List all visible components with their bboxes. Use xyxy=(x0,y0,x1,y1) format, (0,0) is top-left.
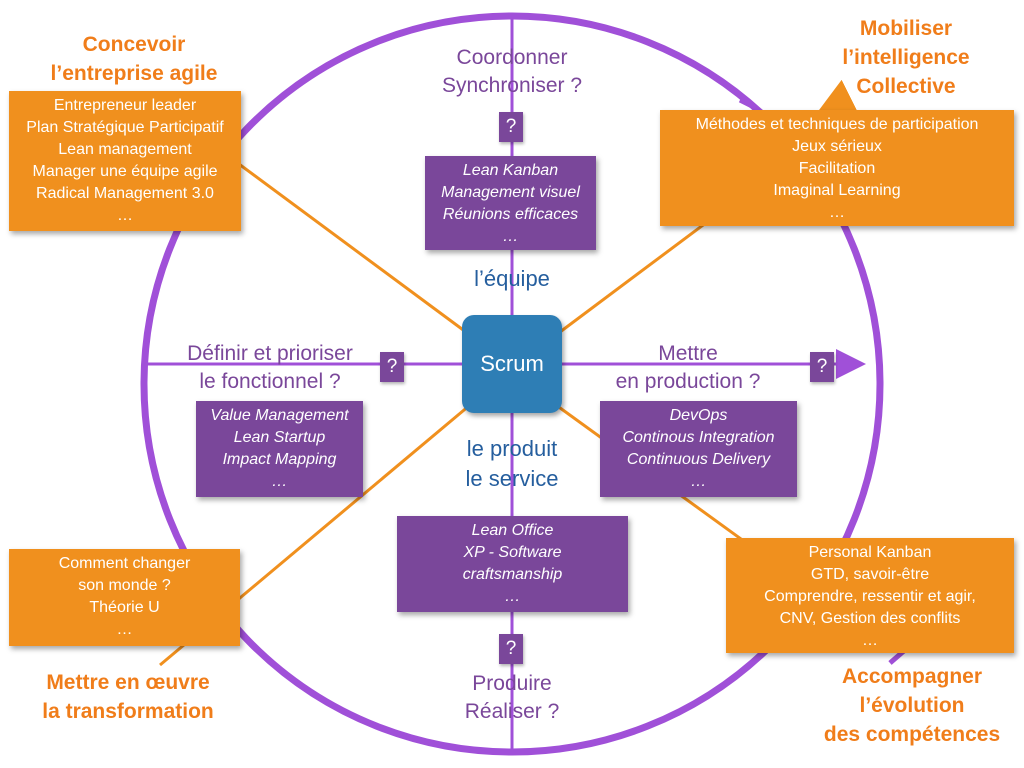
corner-item: Comprendre, ressentir et agir, xyxy=(764,588,976,605)
corner-item: Méthodes et techniques de participation xyxy=(695,116,979,133)
corner-item: Manager une équipe agile xyxy=(32,163,218,180)
bottom-axis-title-line: Réaliser ? xyxy=(464,700,560,723)
team-label: l’équipe xyxy=(412,264,612,294)
corner-title-line: Collective xyxy=(856,75,956,98)
corner-item: Entrepreneur leader xyxy=(53,97,197,114)
practice-item: DevOps xyxy=(669,407,728,424)
right-practices-box: DevOps Continous Integration Continuous … xyxy=(600,401,797,497)
practice-item: Lean Office xyxy=(471,522,554,539)
left-question-mark: ? xyxy=(380,352,404,382)
practice-item: Impact Mapping xyxy=(222,451,337,468)
top-right-corner-title: Mobiliser l’intelligence Collective xyxy=(796,14,1016,101)
practice-item: XP - Software xyxy=(463,544,562,561)
corner-item: Facilitation xyxy=(798,160,876,177)
product-label-line: le service xyxy=(465,466,559,491)
corner-item: Théorie U xyxy=(89,599,160,616)
bottom-practices-box: Lean Office XP - Software craftsmanship … xyxy=(397,516,628,612)
bottom-right-corner-title: Accompagner l’évolution des compétences xyxy=(800,662,1024,749)
practice-item: Management visuel xyxy=(441,184,580,201)
corner-title-line: l’intelligence xyxy=(842,46,970,69)
circle-arrow-top-right xyxy=(738,97,758,111)
top-axis-title: Coordonner Synchroniser ? xyxy=(412,44,612,100)
corner-item: … xyxy=(117,207,133,224)
corner-title-line: Concevoir xyxy=(82,33,186,56)
bottom-left-corner-box: Comment changer son monde ? Théorie U … xyxy=(9,549,240,646)
practice-item: Continuous Delivery xyxy=(626,451,771,468)
top-question-mark: ? xyxy=(499,112,523,142)
corner-title-line: l’entreprise agile xyxy=(50,62,218,85)
practice-item: … xyxy=(271,473,288,490)
corner-item: Comment changer xyxy=(58,555,191,572)
practice-item: … xyxy=(690,473,707,490)
top-axis-title-line: Synchroniser ? xyxy=(441,74,583,97)
left-axis-title-line: Définir et prioriser xyxy=(187,342,353,365)
corner-title-line: Mobiliser xyxy=(859,17,953,40)
corner-item: … xyxy=(829,204,845,221)
corner-title-line: la transformation xyxy=(42,700,214,723)
top-left-corner-title: Concevoir l’entreprise agile xyxy=(14,30,254,88)
top-left-corner-box: Entrepreneur leader Plan Stratégique Par… xyxy=(9,91,241,231)
top-right-corner-box: Méthodes et techniques de participation … xyxy=(660,110,1014,226)
corner-title-line: Mettre en œuvre xyxy=(46,671,210,694)
team-label-line: l’équipe xyxy=(474,266,550,291)
practice-item: … xyxy=(504,588,521,605)
right-axis-title-line: Mettre xyxy=(658,342,718,365)
corner-item: … xyxy=(862,632,878,649)
scrum-node: Scrum xyxy=(462,315,562,413)
corner-item: Plan Stratégique Participatif xyxy=(26,119,224,136)
right-axis-title-line: en production ? xyxy=(615,370,761,393)
corner-title-line: Accompagner xyxy=(841,665,983,688)
bottom-question-mark: ? xyxy=(499,634,523,664)
corner-item: … xyxy=(116,621,133,638)
corner-item: Lean management xyxy=(58,141,192,158)
corner-item: Imaginal Learning xyxy=(773,182,901,199)
left-practices-box: Value Management Lean Startup Impact Map… xyxy=(196,401,363,497)
right-axis-title: Mettre en production ? xyxy=(588,340,788,396)
practice-item: craftsmanship xyxy=(462,566,563,583)
bottom-right-corner-box: Personal Kanban GTD, savoir-être Compren… xyxy=(726,538,1014,653)
practice-item: Value Management xyxy=(210,407,349,424)
product-label-line: le produit xyxy=(466,436,558,461)
corner-item: GTD, savoir-être xyxy=(810,566,930,583)
corner-item: CNV, Gestion des conflits xyxy=(779,610,961,627)
diagonal-top-left xyxy=(219,148,471,337)
bottom-axis-title: Produire Réaliser ? xyxy=(412,670,612,726)
corner-item: Radical Management 3.0 xyxy=(36,185,214,202)
practice-item: Lean Kanban xyxy=(462,162,559,179)
practice-item: Réunions efficaces xyxy=(442,206,579,223)
corner-title-line: l’évolution xyxy=(859,694,965,717)
practice-item: Continous Integration xyxy=(622,429,775,446)
corner-item: Personal Kanban xyxy=(808,544,932,561)
practice-item: Lean Startup xyxy=(233,429,326,446)
practice-item: … xyxy=(502,228,519,245)
top-axis-title-line: Coordonner xyxy=(456,46,568,69)
corner-item: son monde ? xyxy=(78,577,171,594)
left-axis-title-line: le fonctionnel ? xyxy=(199,370,341,393)
corner-item: Jeux sérieux xyxy=(792,138,882,155)
corner-title-line: des compétences xyxy=(823,723,1001,746)
bottom-axis-title-line: Produire xyxy=(472,672,552,695)
bottom-left-corner-title: Mettre en œuvre la transformation xyxy=(8,668,248,726)
right-question-mark: ? xyxy=(810,352,834,382)
left-axis-title: Définir et prioriser le fonctionnel ? xyxy=(160,340,380,396)
product-label: le produit le service xyxy=(412,434,612,494)
top-practices-box: Lean Kanban Management visuel Réunions e… xyxy=(425,156,596,250)
